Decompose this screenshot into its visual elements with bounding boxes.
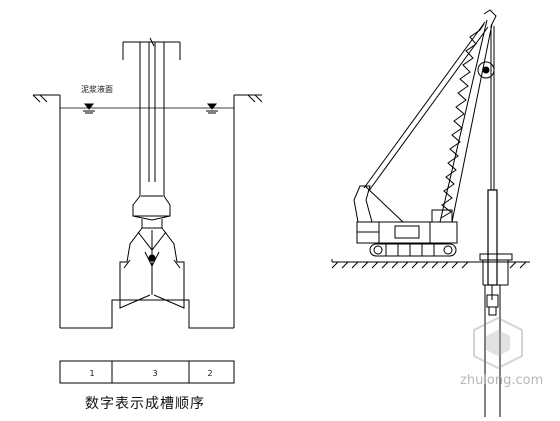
grab-bucket [119, 227, 185, 309]
grab-head [132, 182, 171, 229]
crawler-track [369, 243, 457, 257]
watermark-text: zhulong.com [460, 373, 543, 388]
crane-body [353, 185, 458, 244]
crane-boom [363, 9, 497, 223]
trench-section [32, 94, 263, 329]
panel-label-1: 1 [89, 369, 94, 378]
slurry-level-symbol [83, 103, 218, 114]
slurry-level-label: 泥浆液面 [81, 84, 113, 94]
grab-rods [122, 37, 181, 182]
watermark-logo [473, 316, 523, 370]
panel-order-table [59, 360, 235, 384]
hoist-line-and-rig [486, 26, 499, 316]
guide-pipe [479, 253, 513, 417]
panel-label-3: 3 [152, 369, 157, 378]
figure-caption: 数字表示成槽顺序 [85, 396, 205, 412]
panel-label-2: 2 [207, 369, 212, 378]
